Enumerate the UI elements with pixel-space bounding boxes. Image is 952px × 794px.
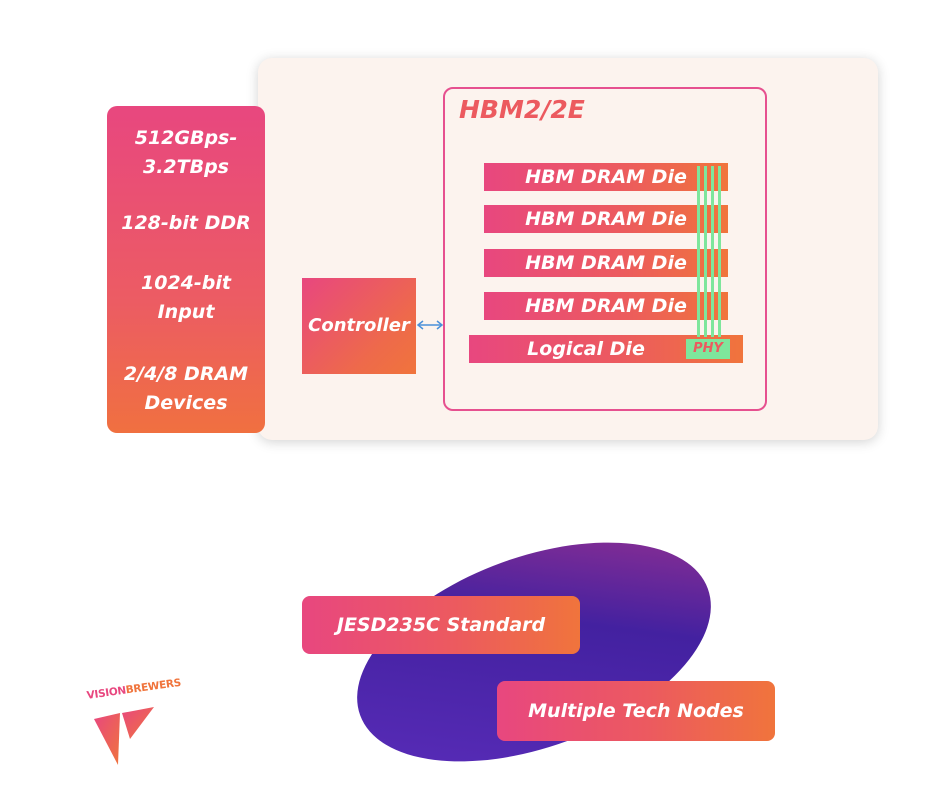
dram-die-4: HBM DRAM Die (484, 292, 728, 320)
controller-block: Controller (302, 278, 416, 374)
logo-wordmark: VISIONBREWERS (86, 676, 182, 702)
tsv-line (704, 166, 707, 337)
dram-die-2: HBM DRAM Die (484, 205, 728, 233)
hbm-stack-box (443, 87, 767, 411)
spec-devices: 2/4/8 DRAM Devices (123, 363, 249, 414)
phy-block: PHY (686, 339, 730, 359)
feature-tech-nodes: Multiple Tech Nodes (497, 681, 775, 741)
spec-panel: 512GBps- 3.2TBps 128-bit DDR 1024-bit In… (107, 106, 265, 433)
feature-standard: JESD235C Standard (302, 596, 580, 654)
dram-die-1: HBM DRAM Die (484, 163, 728, 191)
spec-ddr: 128-bit DDR (121, 212, 251, 234)
spec-input: 1024-bit Input (141, 272, 231, 323)
hbm-title: HBM2/2E (459, 95, 585, 124)
tsv-line (718, 166, 721, 337)
tsv-line (697, 166, 700, 337)
spec-bandwidth: 512GBps- 3.2TBps (134, 127, 238, 178)
tsv-line (711, 166, 714, 337)
visionbrewers-logo (94, 707, 154, 765)
bidirectional-arrow-icon (416, 320, 444, 330)
dram-die-3: HBM DRAM Die (484, 249, 728, 277)
